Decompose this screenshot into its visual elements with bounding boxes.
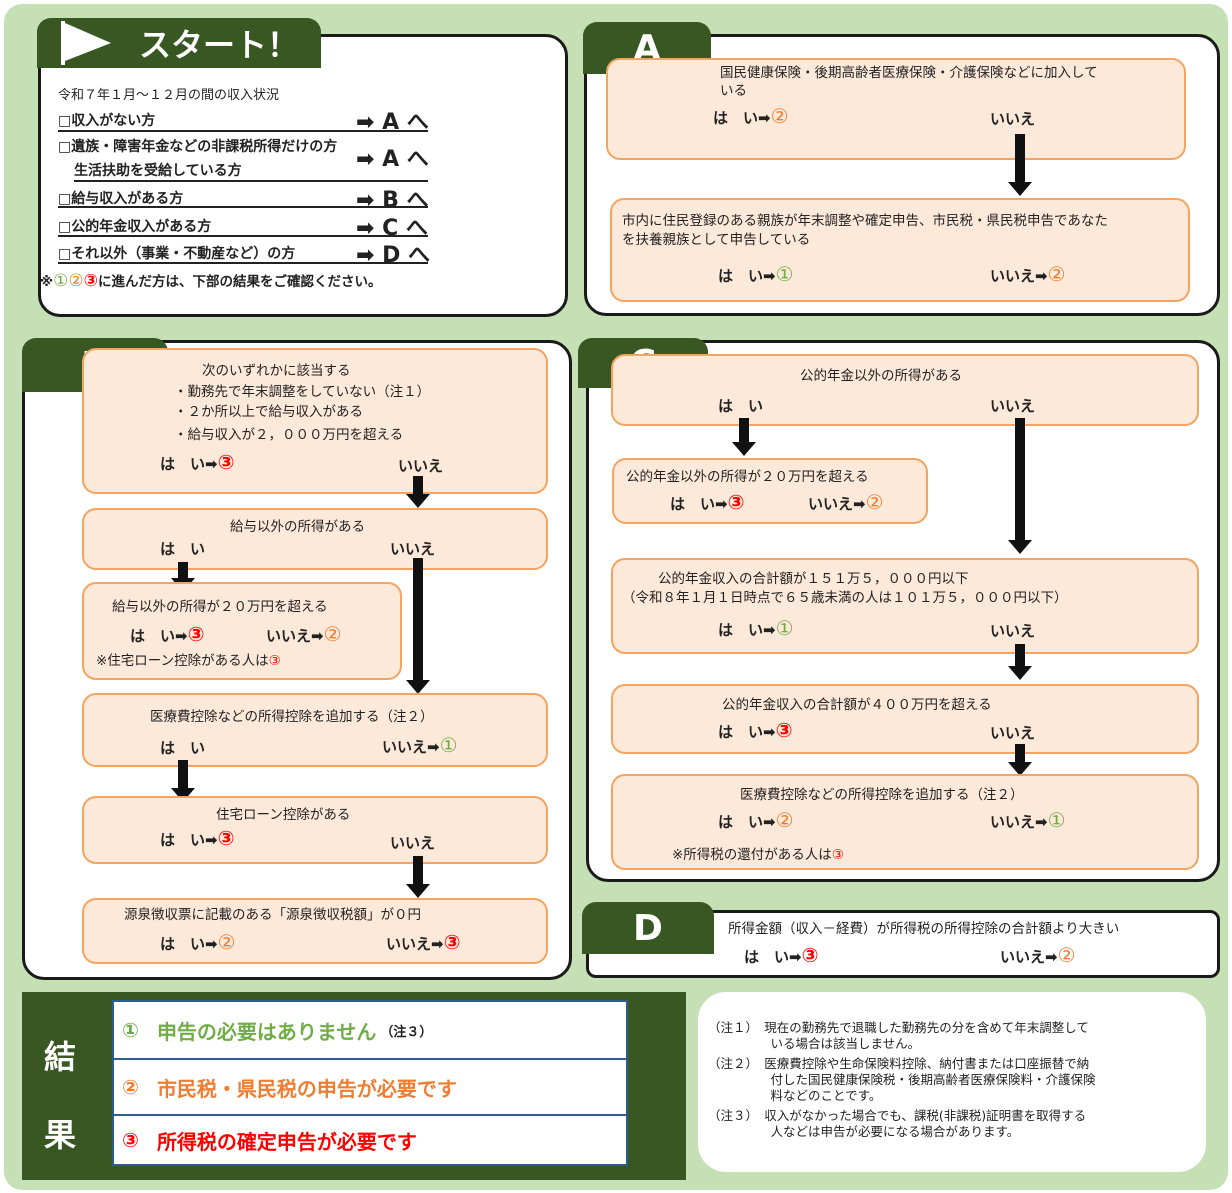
start-row-nontaxable: □遺族・障害年金などの非課税所得だけの方 bbox=[58, 139, 338, 155]
c-question-2 bbox=[612, 458, 928, 524]
b-question-5 bbox=[82, 796, 548, 864]
c-q3-text: 公的年金収入の合計額が１５１万５，０００円以下 bbox=[658, 571, 969, 587]
note-line-2: いる場合は該当しません。 bbox=[708, 1036, 921, 1051]
start-row-other: □それ以外（事業・不動産など）の方 bbox=[58, 246, 296, 262]
start-row-nontaxable-2: 生活扶助を受給している方 bbox=[74, 163, 242, 179]
start-underline bbox=[58, 235, 428, 237]
b-question-3 bbox=[82, 582, 402, 680]
a-q2-yes: は い➡① bbox=[718, 262, 794, 286]
b-question-1 bbox=[82, 348, 548, 494]
b-q6-yes: は い➡② bbox=[160, 930, 236, 954]
c-q5-note: ※所得税の還付がある人は③ bbox=[672, 847, 844, 863]
b-q6-no: いいえ➡③ bbox=[386, 930, 461, 954]
c-question-5 bbox=[611, 774, 1199, 870]
d-q1-no: いいえ➡② bbox=[1000, 943, 1076, 967]
notes-panel bbox=[698, 992, 1206, 1172]
start-row-no-income: □収入がない方 bbox=[58, 113, 156, 129]
start-underline bbox=[74, 180, 428, 182]
b-q3-text: 給与以外の所得が２０万円を超える bbox=[112, 599, 328, 615]
start-title: スタート！ bbox=[139, 26, 300, 64]
a-question-1 bbox=[606, 58, 1186, 160]
b-q1-item-3: ・給与収入が２，０００万円を超える bbox=[174, 427, 404, 443]
c-q5-no: いいえ➡① bbox=[990, 808, 1066, 832]
b-q1-item-2: ・２か所以上で給与収入がある bbox=[174, 404, 363, 420]
start-row-salary: □給与収入がある方 bbox=[58, 191, 184, 207]
b-q1-no: いいえ bbox=[398, 457, 444, 475]
a-q2-text: 市内に住民登録のある親族が年末調整や確定申告、市民税・県民税申告であなた bbox=[622, 213, 1108, 229]
a-question-2 bbox=[610, 198, 1190, 302]
c-q1-text: 公的年金以外の所得がある bbox=[800, 368, 962, 384]
start-row-pension-target: ➡ C へ bbox=[356, 216, 428, 241]
c-q1-yes: は い bbox=[718, 397, 764, 415]
c-q5-text: 医療費控除などの所得控除を追加する（注２） bbox=[740, 787, 1024, 803]
start-row-other-target: ➡ D へ bbox=[356, 243, 431, 268]
c-question-3 bbox=[611, 558, 1199, 654]
b-q5-no: いいえ bbox=[390, 834, 436, 852]
c-question-4 bbox=[611, 684, 1199, 754]
note-line-5: 料などのことです。 bbox=[708, 1088, 882, 1103]
start-period: 令和７年１月～１２月の間の収入状況 bbox=[58, 88, 280, 103]
start-row-nontaxable-target: ➡ A へ bbox=[356, 147, 429, 172]
start-row-salary-target: ➡ B へ bbox=[356, 188, 429, 213]
note-line-7: 人などは申告が必要になる場合があります。 bbox=[708, 1124, 1020, 1139]
b-question-6 bbox=[82, 898, 548, 964]
c-q4-no: いいえ bbox=[990, 724, 1036, 742]
note-line-6: （注３） 収入がなかった場合でも、課税(非課税)証明書を取得する bbox=[708, 1108, 1087, 1123]
c-q1-no: いいえ bbox=[990, 397, 1036, 415]
b-q2-yes: は い bbox=[160, 540, 206, 558]
start-note: ※①②③に進んだ方は、下部の結果をご確認ください。 bbox=[40, 271, 382, 291]
b-question-4 bbox=[82, 693, 548, 767]
note-line-4: 付した国民健康保険税・後期高齢者医療保険料・介護保険 bbox=[708, 1072, 1096, 1087]
note-line-3: （注２） 医療費控除や生命保険料控除、納付書または口座振替で納 bbox=[708, 1056, 1090, 1071]
start-underline bbox=[58, 206, 428, 208]
c-q3-text-2: （令和８年１月１日時点で６５歳未満の人は１０１万５，０００円以下） bbox=[622, 590, 1068, 606]
b-q5-text: 住宅ローン控除がある bbox=[216, 807, 351, 823]
d-q1-yes: は い➡③ bbox=[744, 943, 819, 967]
b-q1-text: 次のいずれかに該当する bbox=[202, 363, 351, 379]
c-q2-yes: は い➡③ bbox=[670, 490, 745, 514]
tab-d: D bbox=[582, 902, 714, 954]
b-q3-no: いいえ➡② bbox=[266, 622, 342, 646]
c-q3-yes: は い➡① bbox=[718, 616, 794, 640]
b-q1-item-1: ・勤務先で年末調整をしていない（注１） bbox=[174, 384, 431, 400]
start-underline bbox=[58, 262, 428, 264]
a-q2-no: いいえ➡② bbox=[990, 262, 1066, 286]
start-tab: スタート！ bbox=[37, 18, 321, 68]
a-q1-text-2: いる bbox=[720, 83, 747, 99]
b-q6-text: 源泉徴収票に記載のある「源泉徴収税額」が０円 bbox=[124, 907, 421, 923]
a-q1-text: 国民健康保険・後期高齢者医療保険・介護保険などに加入して bbox=[720, 65, 1098, 81]
c-question-1 bbox=[611, 354, 1199, 426]
results-label-bottom: 果 bbox=[44, 1116, 77, 1154]
b-q4-yes: は い bbox=[160, 739, 206, 757]
a-q2-text-2: を扶養親族として申告している bbox=[622, 232, 811, 248]
c-q3-no: いいえ bbox=[990, 622, 1036, 640]
b-q5-yes: は い➡③ bbox=[160, 826, 235, 850]
b-q4-text: 医療費控除などの所得控除を追加する（注２） bbox=[150, 709, 434, 725]
a-q1-no: いいえ bbox=[990, 110, 1036, 128]
c-q2-no: いいえ➡② bbox=[808, 490, 884, 514]
c-q2-text: 公的年金以外の所得が２０万円を超える bbox=[626, 469, 869, 485]
note-line-1: （注１） 現在の勤務先で退職した勤務先の分を含めて年末調整して bbox=[708, 1020, 1089, 1035]
b-q4-no: いいえ➡① bbox=[382, 733, 458, 757]
d-q1-text: 所得金額（収入－経費）が所得税の所得控除の合計額より大きい bbox=[728, 921, 1120, 937]
start-panel bbox=[38, 34, 568, 317]
a-q1-yes: は い➡② bbox=[713, 104, 789, 128]
start-underline bbox=[58, 130, 428, 132]
b-q3-yes: は い➡③ bbox=[130, 622, 205, 646]
results-label-top: 結 bbox=[44, 1038, 77, 1076]
b-q3-note: ※住宅ローン控除がある人は③ bbox=[96, 653, 281, 669]
c-q5-yes: は い➡② bbox=[718, 808, 794, 832]
b-q1-yes: は い➡③ bbox=[160, 450, 235, 474]
start-row-pension: □公的年金収入がある方 bbox=[58, 219, 212, 235]
c-q4-yes: は い➡③ bbox=[718, 718, 793, 742]
c-q4-text: 公的年金収入の合計額が４００万円を超える bbox=[722, 697, 992, 713]
flag-icon bbox=[61, 21, 111, 65]
b-question-2 bbox=[82, 508, 548, 570]
b-q2-text: 給与以外の所得がある bbox=[230, 519, 365, 535]
b-q2-no: いいえ bbox=[390, 540, 436, 558]
